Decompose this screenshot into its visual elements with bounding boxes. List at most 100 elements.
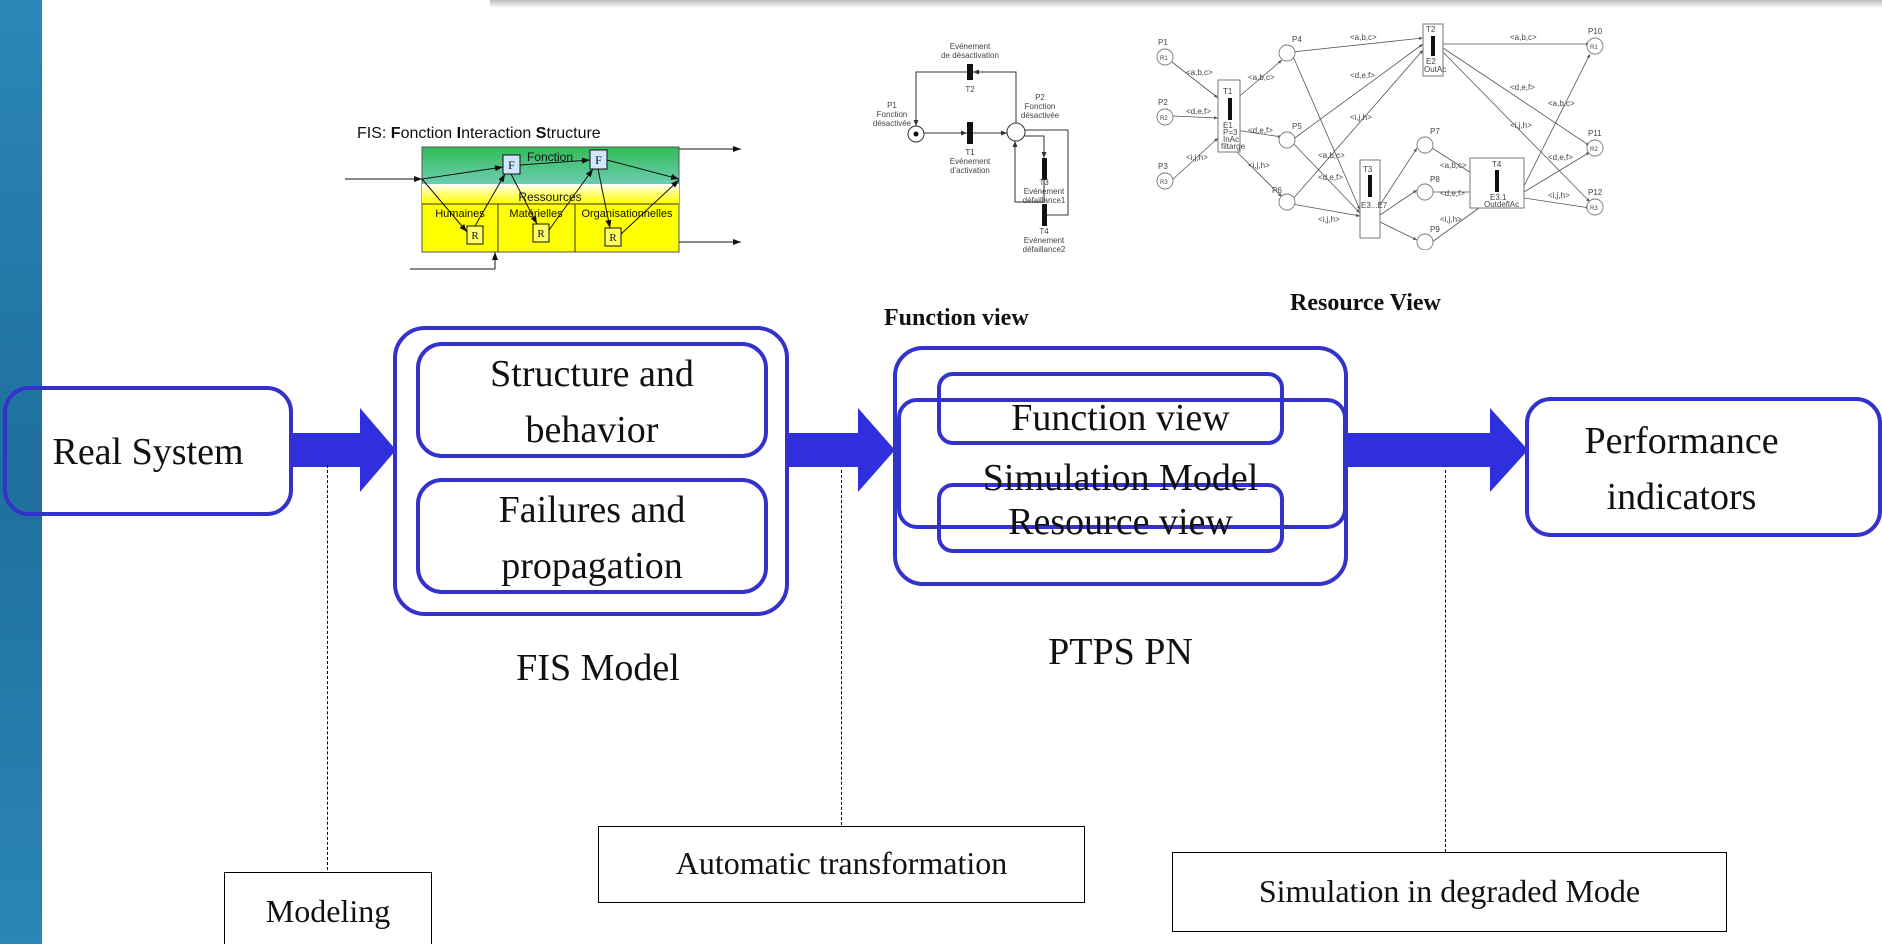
svg-text:P5: P5	[1292, 122, 1302, 131]
svg-text:R1: R1	[1590, 45, 1598, 51]
svg-text:<i,j,h>: <i,j,h>	[1440, 215, 1462, 224]
svg-text:<a,b,c>: <a,b,c>	[1510, 33, 1537, 42]
svg-text:R2: R2	[1590, 147, 1598, 153]
ressources-label: Ressources	[518, 190, 581, 204]
top-shadow-line	[490, 0, 1882, 8]
left-decorative-bar	[0, 0, 42, 944]
t3-bar	[1042, 158, 1047, 180]
svg-text:P1: P1	[1158, 38, 1168, 47]
svg-text:E3...E7: E3...E7	[1361, 201, 1388, 210]
svg-text:<a,b,c>: <a,b,c>	[1318, 151, 1345, 160]
f-box-2: F	[595, 153, 602, 167]
svg-text:<i,j,h>: <i,j,h>	[1510, 121, 1532, 130]
svg-text:<d,e,f>: <d,e,f>	[1318, 173, 1343, 182]
simulation-model-label: Simulation Model	[982, 457, 1259, 499]
r-box-2: R	[537, 228, 545, 240]
svg-text:P8: P8	[1430, 175, 1440, 184]
svg-text:Evénement: Evénement	[950, 42, 991, 51]
fis-model-label: FIS Model	[516, 647, 680, 689]
svg-text:T1: T1	[965, 148, 975, 157]
svg-text:<a,b,c>: <a,b,c>	[1248, 73, 1275, 82]
structure-behavior-line2: behavior	[525, 409, 659, 451]
modeling-note: Modeling	[224, 872, 432, 944]
svg-text:OutAc: OutAc	[1424, 65, 1446, 74]
svg-text:R2: R2	[1160, 116, 1168, 122]
structure-behavior-line1: Structure and	[490, 353, 694, 395]
arrow-ptps-to-performance	[1345, 408, 1528, 492]
svg-text:E2: E2	[1426, 57, 1436, 66]
svg-text:T2: T2	[1426, 25, 1436, 34]
svg-text:P1: P1	[887, 101, 897, 110]
svg-text:<i,j,h>: <i,j,h>	[1248, 161, 1270, 170]
svg-text:T3: T3	[1363, 165, 1373, 174]
fis-title: FIS: Fonction Interaction Structure	[357, 125, 601, 142]
svg-text:P=3: P=3	[1223, 128, 1238, 137]
t4-bar	[1042, 204, 1047, 226]
modeling-connector	[327, 465, 328, 870]
svg-text:<d,e,f>: <d,e,f>	[1548, 153, 1573, 162]
svg-text:P10: P10	[1588, 27, 1603, 36]
svg-text:Fonction: Fonction	[877, 110, 908, 119]
resource-view-caption: Resource View	[1290, 290, 1441, 316]
svg-text:<d,e,f>: <d,e,f>	[1510, 83, 1535, 92]
structure-behavior-box: Structure and behavior	[416, 342, 768, 458]
resource-view-box	[937, 483, 1284, 553]
svg-text:P4: P4	[1292, 35, 1302, 44]
failures-propagation-box: Failures and propagation	[416, 478, 768, 594]
svg-text:OutdeflAc: OutdeflAc	[1484, 200, 1519, 209]
svg-text:<d,e,f>: <d,e,f>	[1440, 189, 1465, 198]
t2-bar	[967, 64, 973, 80]
resource-view-label: Resource view	[1008, 501, 1233, 543]
svg-text:filtarge: filtarge	[1221, 142, 1246, 151]
svg-text:<a,b,c>: <a,b,c>	[1350, 33, 1377, 42]
svg-text:<d,e,f>: <d,e,f>	[1186, 107, 1211, 116]
svg-text:<d,e,f>: <d,e,f>	[1350, 71, 1375, 80]
simulation-connector	[1445, 470, 1446, 852]
svg-text:désactivée: désactivée	[1021, 111, 1060, 120]
svg-text:de désactivation: de désactivation	[941, 51, 999, 60]
svg-text:T4: T4	[1039, 227, 1049, 236]
svg-text:InAc: InAc	[1223, 135, 1239, 144]
svg-text:T2: T2	[965, 85, 975, 94]
fis-figure: FIS: Fonction Interaction Structure Fonc…	[345, 122, 745, 312]
real-system-box: Real System	[3, 386, 293, 516]
failures-propagation-line1: Failures and	[498, 489, 686, 531]
svg-text:T4: T4	[1492, 160, 1502, 169]
r-box-3: R	[609, 232, 617, 244]
svg-text:<a,b,c>: <a,b,c>	[1186, 68, 1213, 77]
simulation-degraded-note: Simulation in degraded Mode	[1172, 852, 1727, 932]
svg-text:P2: P2	[1035, 93, 1045, 102]
r-box-1: R	[471, 230, 479, 242]
materielles-label: Matérielles	[509, 208, 563, 220]
performance-line1: Performance	[1584, 420, 1779, 462]
fis-diagram: FIS: Fonction Interaction Structure Fonc…	[345, 125, 741, 270]
function-view-caption: Function view	[884, 305, 1029, 331]
svg-text:P7: P7	[1430, 127, 1440, 136]
transformation-connector	[841, 470, 842, 825]
svg-text:<a,b,c>: <a,b,c>	[1548, 99, 1575, 108]
svg-text:<a,b,c>: <a,b,c>	[1440, 161, 1467, 170]
fonction-label: Fonction	[527, 150, 573, 164]
function-view-box	[937, 372, 1284, 445]
svg-text:P3: P3	[1158, 162, 1168, 171]
function-view-label: Function view	[1011, 397, 1230, 439]
svg-text:défaillance2: défaillance2	[1023, 245, 1066, 254]
svg-text:T1: T1	[1223, 87, 1233, 96]
svg-text:<i,j,h>: <i,j,h>	[1548, 191, 1570, 200]
ptps-pn-label: PTPS PN	[1048, 631, 1193, 673]
fis-model-outer-box	[393, 326, 789, 616]
svg-text:R1: R1	[1160, 56, 1168, 62]
failures-propagation-line2: propagation	[501, 545, 683, 587]
function-petri-net: Evénement de désactivation T2 P1 Fonctio…	[873, 42, 1069, 254]
arrow-fis-to-ptps	[789, 408, 895, 492]
organisationnelles-label: Organisationnelles	[581, 208, 673, 220]
svg-text:désactivée: désactivée	[873, 119, 912, 128]
svg-text:<d,e,f>: <d,e,f>	[1248, 126, 1273, 135]
svg-text:R3: R3	[1590, 206, 1598, 212]
arrow-real-to-fis	[292, 408, 396, 492]
svg-text:P2: P2	[1158, 98, 1168, 107]
function-net: Evénement de désactivation T2 P1 Fonctio…	[870, 42, 1080, 262]
